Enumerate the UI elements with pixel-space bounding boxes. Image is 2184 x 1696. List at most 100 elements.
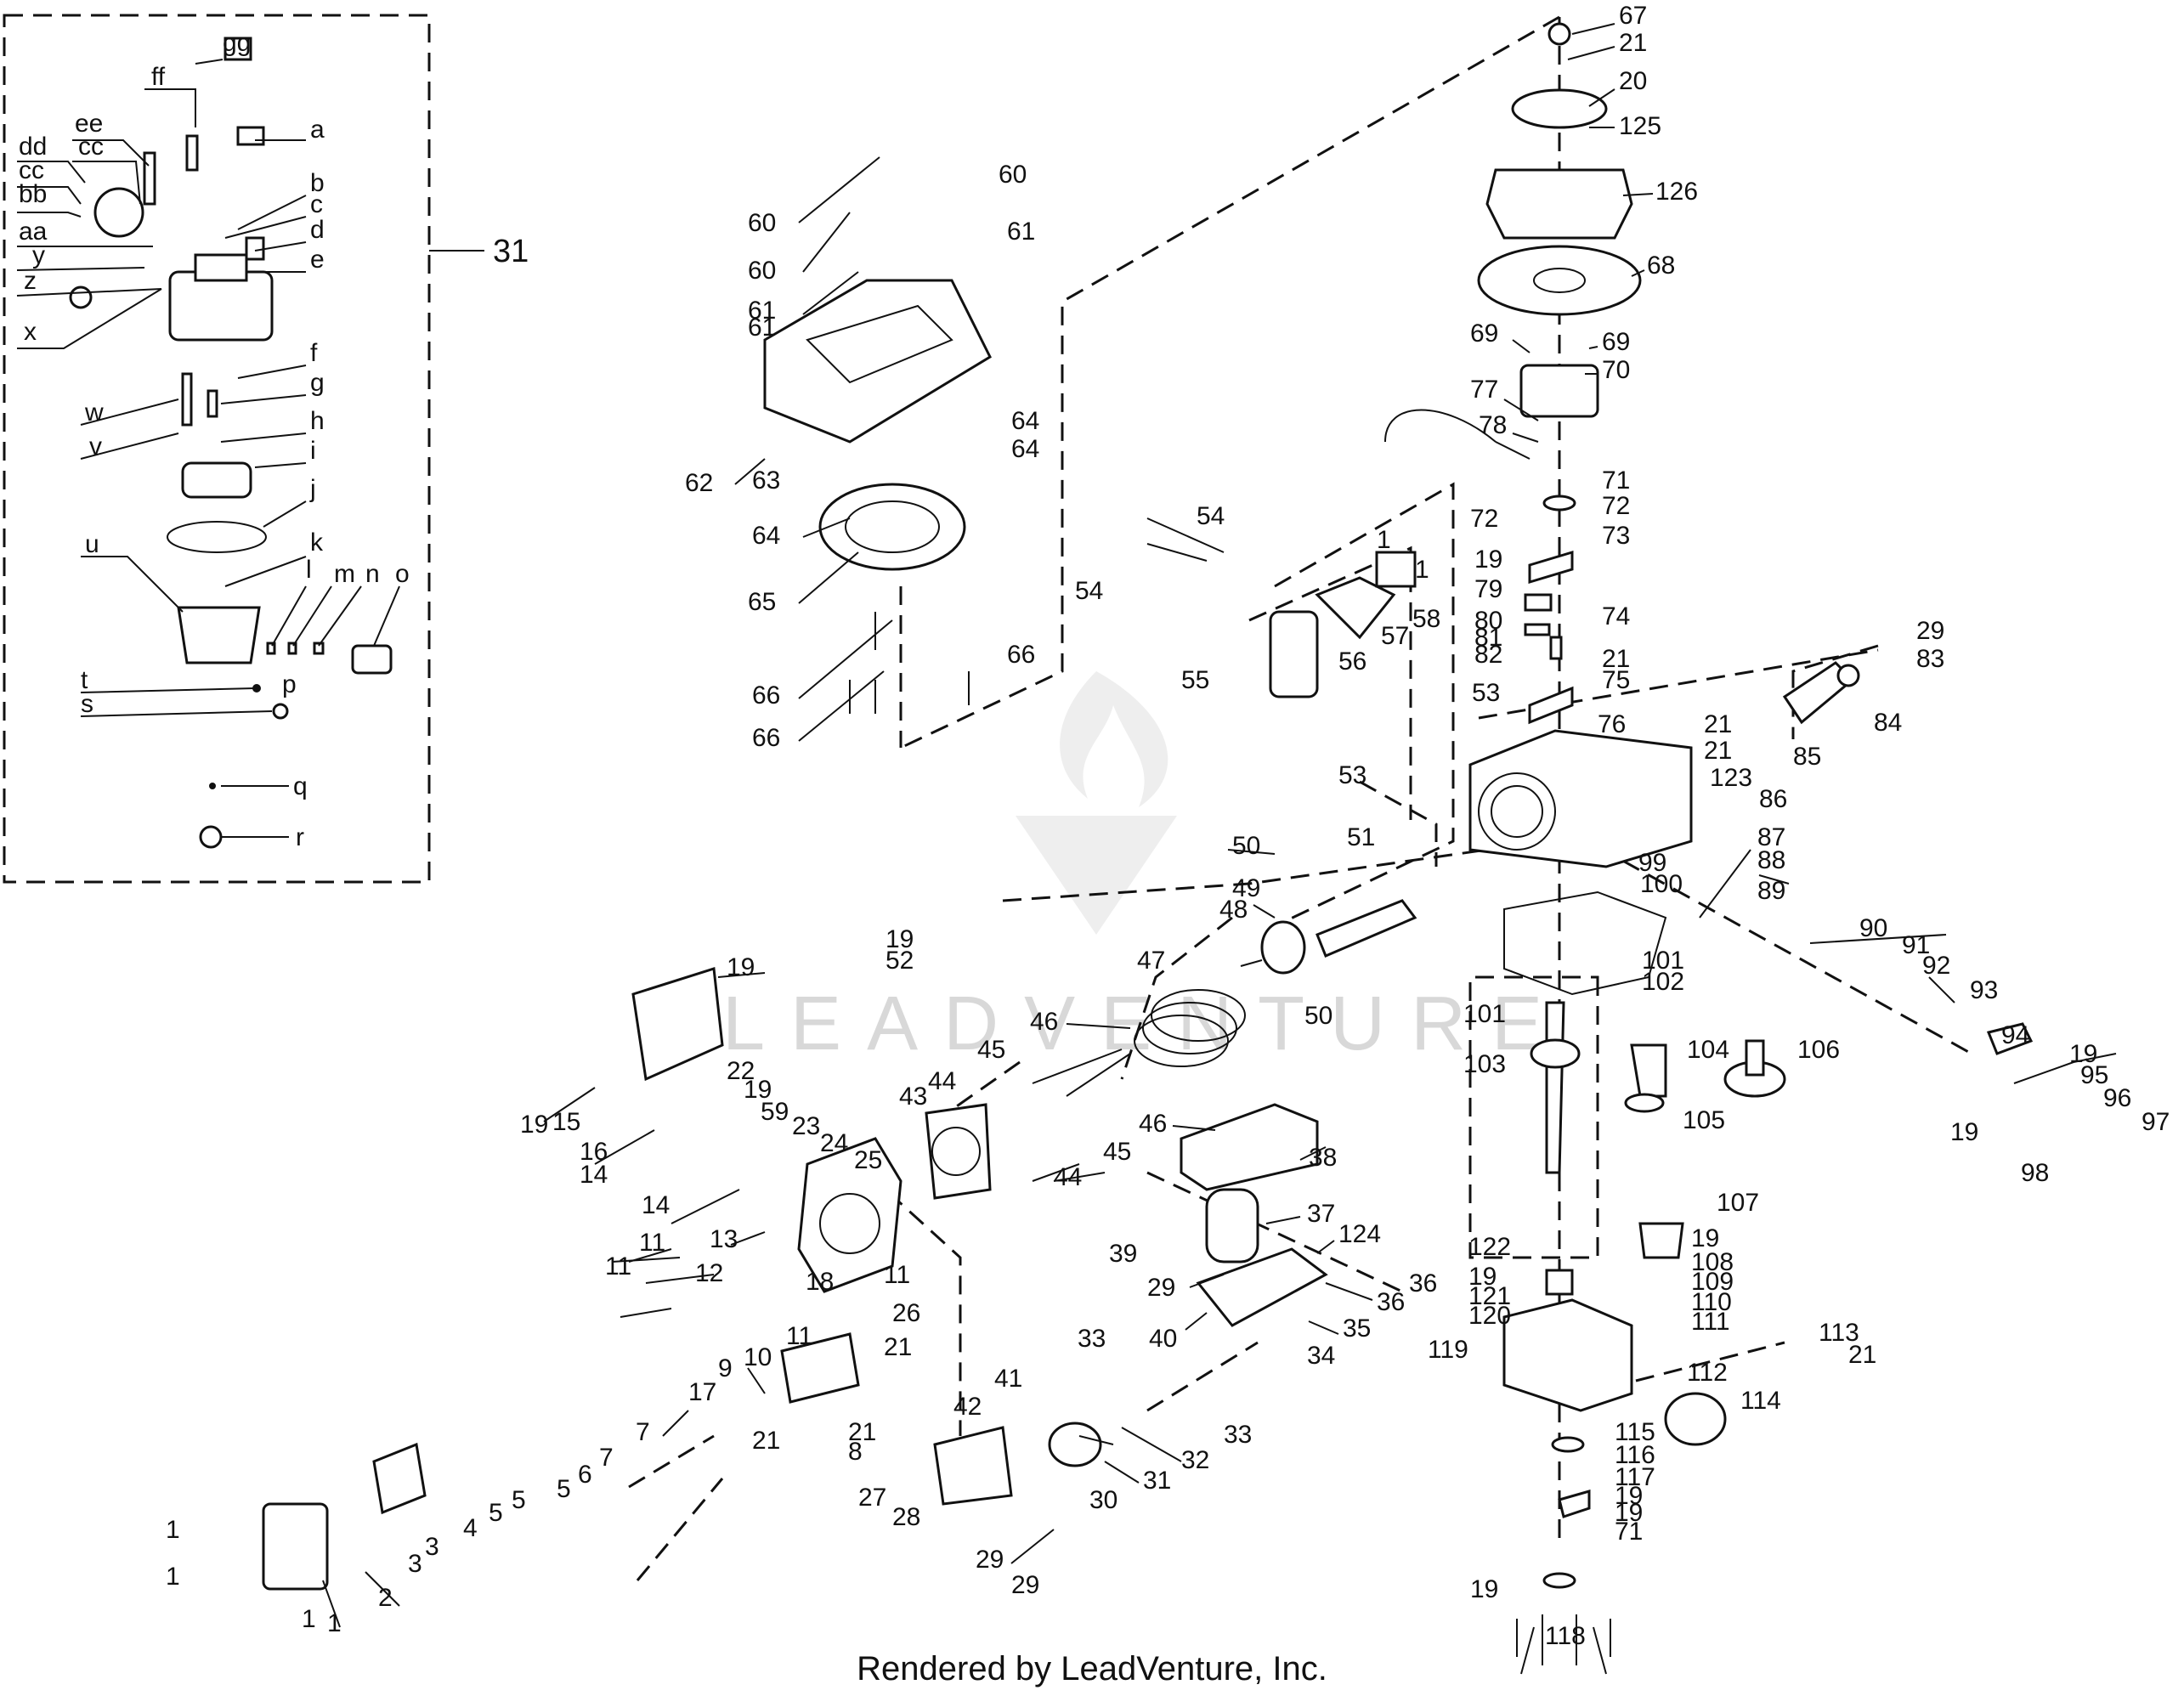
- callout: 116: [1615, 1441, 1655, 1469]
- callout: 24: [820, 1129, 848, 1157]
- callout: 19: [520, 1111, 548, 1139]
- callout: 60: [999, 161, 1027, 189]
- callout-labels: 67 21 20 125 126 68 69 69 70 77 78 71 72…: [166, 2, 2170, 1650]
- callout: 66: [1007, 641, 1035, 669]
- callout: 3: [425, 1533, 439, 1561]
- callout: 21: [1602, 645, 1630, 673]
- washer-20: [1511, 88, 1608, 129]
- label-t: t: [81, 666, 88, 694]
- callout: 63: [752, 466, 780, 495]
- callout: 31: [1143, 1467, 1171, 1495]
- bracket-26: [780, 1332, 860, 1404]
- nut-67: [1547, 22, 1571, 46]
- callout: 117: [1615, 1463, 1655, 1491]
- callout: 72: [1470, 505, 1498, 533]
- label-b: b: [310, 169, 325, 197]
- callout: 110: [1691, 1288, 1732, 1316]
- callout: 109: [1691, 1268, 1734, 1296]
- callout: 124: [1338, 1220, 1381, 1248]
- callout: 66: [752, 681, 780, 709]
- callout: 10: [744, 1343, 772, 1371]
- filter-107: [1638, 1222, 1684, 1259]
- callout: 93: [1970, 976, 1998, 1004]
- callout: 19: [1615, 1482, 1643, 1510]
- callout: 54: [1197, 502, 1225, 530]
- callout: 30: [1089, 1486, 1117, 1514]
- callout: 66: [752, 724, 780, 752]
- solenoid-58: [1375, 551, 1417, 588]
- sump-111: [1502, 1298, 1633, 1412]
- label-l: l: [306, 556, 312, 584]
- callout: 27: [858, 1484, 886, 1512]
- label-m: m: [334, 560, 355, 588]
- callout: 69: [1470, 319, 1498, 348]
- callout: 1: [302, 1605, 316, 1633]
- callout: 53: [1472, 679, 1500, 707]
- crankshaft-102: [1545, 1001, 1565, 1174]
- callout: 104: [1687, 1036, 1729, 1064]
- callout: 8: [848, 1438, 863, 1466]
- callout: 19: [2069, 1040, 2097, 1068]
- plate-79: [1524, 593, 1553, 612]
- callout: 53: [1338, 761, 1366, 789]
- callout: 34: [1307, 1342, 1335, 1370]
- callout: 105: [1683, 1106, 1725, 1134]
- label-dd: dd: [19, 133, 47, 161]
- seal-71: [1542, 495, 1576, 512]
- callout: 107: [1717, 1189, 1759, 1217]
- callout: 71: [1615, 1518, 1643, 1546]
- fan-126: [1485, 168, 1633, 240]
- stator-70: [1519, 364, 1599, 418]
- callout: 61: [748, 297, 776, 325]
- callout: 51: [1347, 823, 1375, 851]
- rod-51: [1315, 899, 1417, 958]
- elbow-28: [933, 1426, 1013, 1506]
- callout: 11: [786, 1322, 812, 1350]
- cam-104: [1630, 1043, 1667, 1098]
- callout: 18: [806, 1268, 834, 1296]
- callout: 64: [752, 522, 780, 550]
- spring-121: [1545, 1269, 1574, 1296]
- callout: 21: [1619, 29, 1647, 57]
- callout: 108: [1691, 1248, 1734, 1276]
- callout: 7: [599, 1444, 614, 1472]
- callout: 94: [2001, 1021, 2029, 1049]
- callout: 48: [1219, 896, 1248, 924]
- callout: 83: [1916, 645, 1944, 673]
- callout: 58: [1412, 605, 1440, 633]
- callout: 79: [1474, 575, 1502, 603]
- carburetor-inset-parts: [69, 37, 393, 849]
- callout: 1: [327, 1609, 342, 1637]
- callout: 64: [1011, 435, 1039, 463]
- watermark-text: LEADVENTURE: [722, 981, 1568, 1066]
- callout: 76: [1598, 710, 1626, 738]
- callout: 46: [1030, 1008, 1058, 1036]
- callout: 33: [1078, 1325, 1106, 1353]
- callout: 45: [1103, 1138, 1131, 1166]
- label-j: j: [309, 475, 316, 503]
- callout: 3: [408, 1550, 422, 1578]
- callout: 126: [1655, 178, 1698, 206]
- callout: 56: [1338, 647, 1366, 676]
- carburetor-letter-labels: gg ff ee dd cc cc bb aa y z x a b c d e …: [19, 29, 529, 851]
- callout: 69: [1602, 328, 1630, 356]
- callout: 14: [580, 1161, 608, 1189]
- callout: 80: [1474, 607, 1502, 635]
- callout: 19: [1474, 546, 1502, 574]
- callout: 39: [1109, 1240, 1137, 1268]
- label-s: s: [81, 690, 93, 718]
- callout: 9: [718, 1354, 733, 1382]
- callout: 1: [166, 1516, 180, 1544]
- screen-65: [818, 483, 966, 571]
- callout: 46: [1139, 1110, 1167, 1138]
- label-y: y: [32, 241, 45, 269]
- callout: 54: [1075, 577, 1103, 605]
- label-z: z: [24, 267, 37, 295]
- callout: 119: [1428, 1336, 1468, 1364]
- label-c: c: [310, 190, 323, 218]
- callout: 21: [1704, 710, 1732, 738]
- callout: 36: [1377, 1288, 1405, 1316]
- callout: 23: [792, 1112, 820, 1140]
- label-r: r: [296, 823, 304, 851]
- callout: 57: [1381, 622, 1409, 650]
